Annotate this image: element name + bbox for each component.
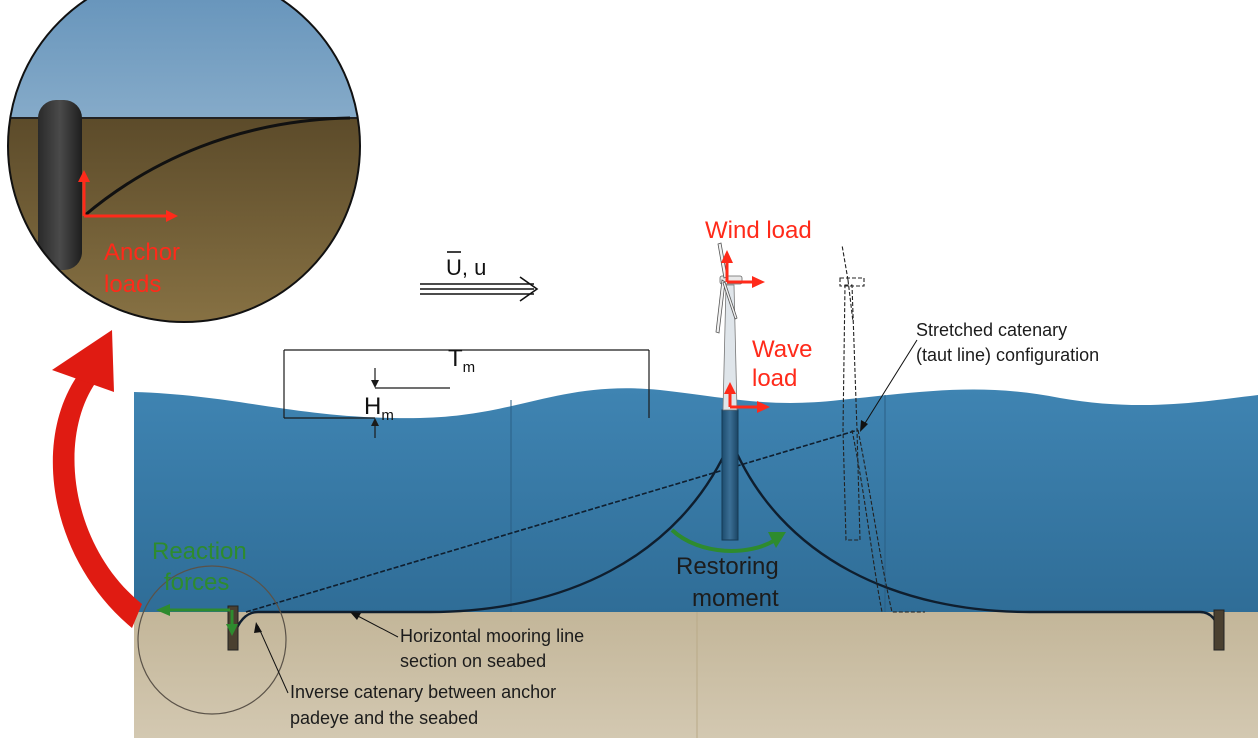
horizontal-section-leader (353, 613, 399, 638)
stretched-catenary-leader-head (860, 420, 868, 432)
anchor-pile-icon (38, 100, 82, 270)
wave-load-label-line2: load (752, 365, 797, 392)
inverse-catenary-leader (257, 625, 289, 694)
horizontal-section-label-line1: Horizontal mooring line (400, 626, 584, 646)
height-arrow-top (371, 380, 379, 388)
height-arrow-bottom (371, 418, 379, 426)
wind-turbine-outline-icon (839, 244, 925, 613)
wave-height-label: Hm (364, 393, 394, 424)
horizontal-section-leader-head (350, 612, 361, 620)
reaction-zoom-circle (137, 565, 287, 715)
restoring-moment-arrow (670, 528, 777, 553)
restoring-moment-label-line1: Restoring (676, 553, 779, 580)
seabed (134, 612, 1258, 738)
callout-arrow (52, 372, 142, 628)
flow-label: U, u (446, 255, 486, 280)
reaction-forces-label-line2: forces (164, 569, 229, 596)
stretched-catenary-label-line1: Stretched catenary (916, 320, 1067, 340)
anchor-inset (8, 0, 360, 322)
anchor-inset-border (7, 0, 361, 323)
wave-load-arrows (724, 382, 770, 413)
mooring-line-right (729, 439, 1222, 637)
callout-arrowhead (52, 330, 114, 392)
reaction-forces-label-line1: Reaction (152, 538, 247, 565)
reaction-force-arrows (156, 604, 238, 636)
wind-load-label: Wind load (705, 217, 812, 244)
anchor-load-arrows (78, 170, 178, 222)
horizontal-section-label-line2: section on seabed (400, 651, 546, 671)
flow-arrow (420, 276, 539, 302)
wave-load-label-line1: Wave (752, 336, 812, 363)
inverse-catenary-label-line2: padeye and the seabed (290, 708, 478, 728)
anchor-loads-label-line1: Anchor (104, 239, 180, 266)
wave-period-label: Tm (448, 345, 475, 376)
taut-mooring-line (245, 429, 859, 613)
stretched-catenary-leader (861, 339, 918, 429)
inverse-catenary-label-line1: Inverse catenary between anchor (290, 682, 556, 702)
anchor-loads-label-line2: loads (104, 271, 161, 298)
anchor-pile-icon (1213, 609, 1225, 651)
wind-load-arrows (721, 250, 765, 288)
restoring-moment-arrowhead (768, 532, 786, 548)
mooring-line-left (258, 439, 733, 614)
inverse-catenary-leader-head (254, 622, 262, 633)
restoring-moment-label-line2: moment (692, 585, 779, 612)
stretched-catenary-label-line2: (taut line) configuration (916, 345, 1099, 365)
